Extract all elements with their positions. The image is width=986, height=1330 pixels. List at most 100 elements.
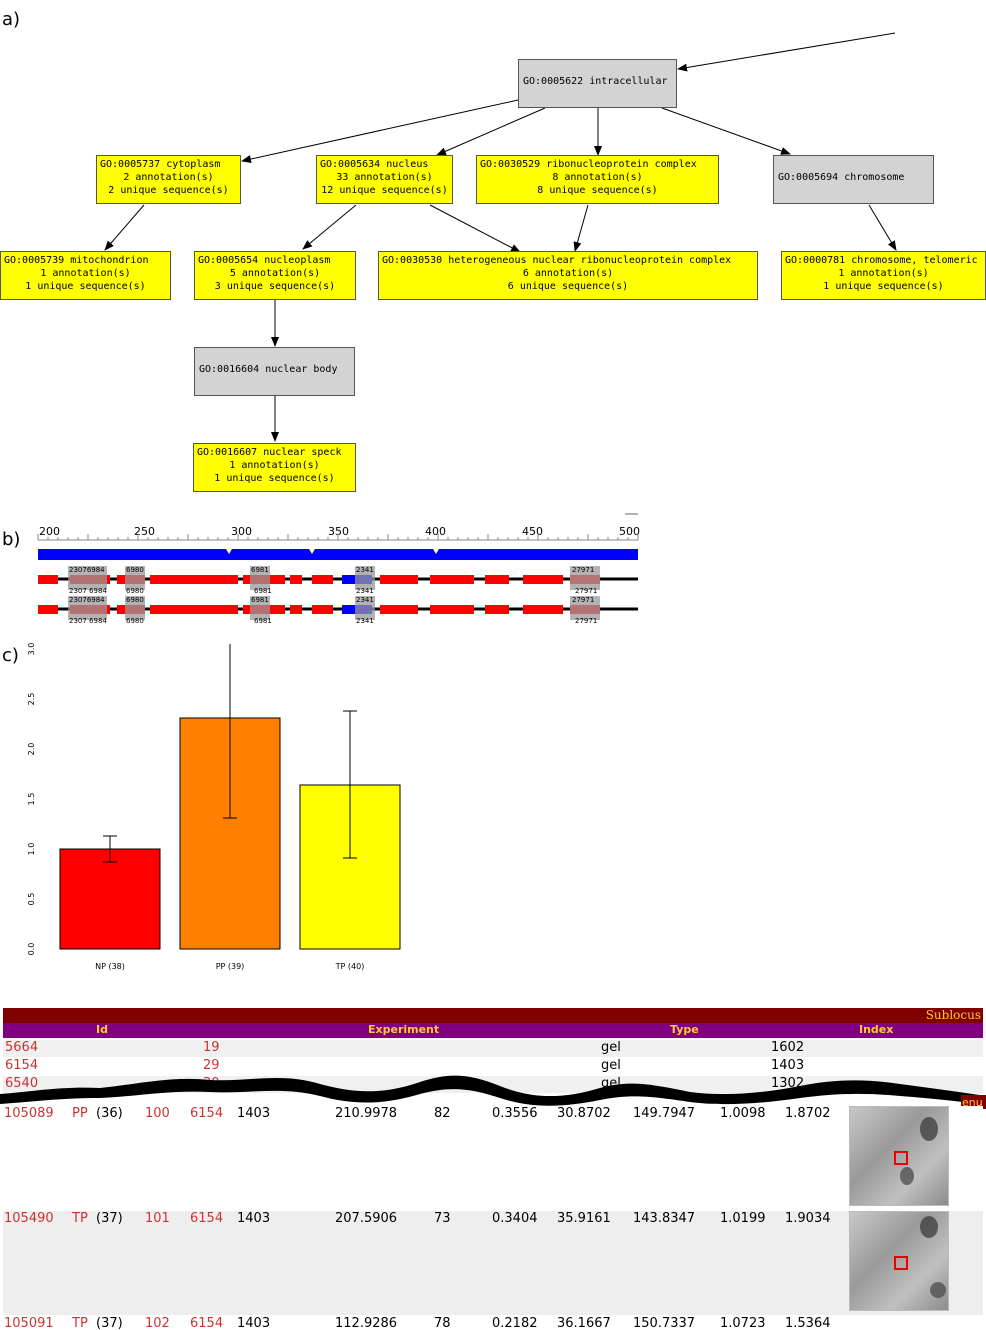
peptide-label: 23076984 — [69, 566, 105, 574]
go-node-nucleus[interactable]: GO:0005634 nucleus 33 annotation(s) 12 u… — [316, 155, 453, 204]
edge-root-intracellular — [677, 32, 896, 72]
header-experiment[interactable]: Experiment — [368, 1023, 440, 1036]
y-tick-label: 0.5 — [27, 893, 36, 906]
cell-id[interactable]: 5664 — [5, 1040, 39, 1055]
table-row[interactable]: 6154 29 gel 1403 — [3, 1058, 983, 1075]
go-node-term: GO:0005634 nucleus — [320, 159, 429, 170]
go-node-term: GO:0016607 nuclear speck — [197, 447, 342, 458]
go-node-cytoplasm[interactable]: GO:0005737 cytoplasm 2 annotation(s) 2 u… — [96, 155, 241, 204]
cell-group-count: (37) — [96, 1211, 123, 1226]
go-node-sequences: 12 unique sequence(s) — [321, 185, 448, 196]
gel-spot — [920, 1117, 938, 1141]
cell-spot-id[interactable]: 105091 — [4, 1316, 54, 1330]
table-row[interactable]: 105091 TP (37) 102 6154 1403 112.9286 78… — [3, 1316, 983, 1330]
cell-id[interactable]: 6540 — [5, 1076, 39, 1091]
table-row[interactable]: 105089 PP (36) 100 6154 1403 210.9978 82… — [3, 1106, 983, 1210]
cell-value: 1.0098 — [720, 1106, 766, 1121]
cell-id[interactable]: 6154 — [190, 1211, 224, 1226]
cell-value: 78 — [434, 1316, 451, 1330]
cell-id[interactable]: 6154 — [190, 1106, 224, 1121]
menu-label: enu — [962, 1096, 983, 1109]
go-node-chromosome-telomeric[interactable]: GO:0000781 chromosome, telomeric 1 annot… — [781, 251, 986, 300]
cell-value: 30.8702 — [557, 1106, 611, 1121]
cell-experiment[interactable]: 19 — [203, 1040, 220, 1055]
go-node-hnrnp-complex[interactable]: GO:0030530 heterogeneous nuclear ribonuc… — [378, 251, 758, 300]
gel-spot-thumbnail[interactable] — [849, 1211, 949, 1311]
peptide-label: 2341 — [356, 617, 374, 625]
go-node-chromosome[interactable]: GO:0005694 chromosome — [773, 155, 934, 204]
header-id[interactable]: Id — [96, 1023, 108, 1036]
cell-value: 1.8702 — [785, 1106, 831, 1121]
go-graph-edges — [104, 32, 897, 442]
cell-group[interactable]: TP — [72, 1316, 88, 1330]
cell-id[interactable]: 6154 — [5, 1058, 39, 1073]
cell-experiment[interactable]: 29 — [203, 1058, 220, 1073]
table-title: Sublocus — [925, 1008, 981, 1022]
tick-label: 400 — [425, 525, 446, 538]
go-node-annotations: 33 annotation(s) — [336, 172, 433, 183]
peptide-label: 23076984 — [69, 596, 105, 604]
table-row[interactable]: 5664 19 gel 1602 — [3, 1040, 983, 1057]
sequence-coverage-track: 200 250 300 350 400 450 500 — [37, 513, 640, 625]
go-node-sequences: 2 unique sequence(s) — [108, 185, 229, 196]
go-node-annotations: 2 annotation(s) — [123, 172, 214, 183]
torn-edge-separator: enu — [0, 1075, 986, 1109]
cell-experiment[interactable]: 100 — [145, 1106, 170, 1121]
cell-value: 35.9161 — [557, 1211, 611, 1226]
go-node-sequences: 8 unique sequence(s) — [537, 185, 658, 196]
cell-experiment[interactable]: 102 — [145, 1316, 170, 1330]
panel-label-a: a) — [2, 9, 21, 30]
table-title-bar: Sublocus — [3, 1008, 983, 1023]
cell-spot-id[interactable]: 105089 — [4, 1106, 54, 1121]
peptide-label: 6981 — [254, 617, 272, 625]
edge-nucleus-nucleoplasm — [302, 204, 357, 250]
y-tick-label: 2.0 — [27, 743, 36, 756]
cell-index: 1602 — [771, 1040, 805, 1055]
peptide-label: 2307 6984 — [69, 617, 107, 625]
cell-type: gel — [601, 1040, 621, 1055]
go-node-term: GO:0030529 ribonucleoprotein complex — [480, 159, 697, 170]
tick-label: 450 — [522, 525, 543, 538]
go-node-annotations: 1 annotation(s) — [229, 460, 320, 471]
header-index[interactable]: Index — [859, 1023, 894, 1036]
go-node-term: GO:0016604 nuclear body — [199, 364, 338, 375]
go-node-annotations: 5 annotation(s) — [229, 268, 321, 279]
go-node-sequences: 3 unique sequence(s) — [214, 281, 336, 292]
go-node-term: GO:0000781 chromosome, telomeric — [785, 255, 978, 266]
peptide-label: 6980 — [126, 596, 144, 604]
category-label: PP (39) — [216, 962, 245, 971]
cell-value: 207.5906 — [335, 1211, 398, 1226]
header-type[interactable]: Type — [670, 1023, 699, 1036]
go-node-intracellular[interactable]: GO:0005622 intracellular — [518, 59, 677, 108]
tick-label: 500 — [619, 525, 640, 538]
peptide-label: 27971 — [572, 596, 594, 604]
peptide-label: 6980 — [126, 566, 144, 574]
go-node-nuclear-speck[interactable]: GO:0016607 nuclear speck 1 annotation(s)… — [193, 443, 356, 492]
cell-group[interactable]: TP — [72, 1211, 88, 1226]
go-node-term: GO:0005739 mitochondrion — [4, 255, 149, 266]
cell-value: 1.9034 — [785, 1211, 831, 1226]
go-node-mitochondrion[interactable]: GO:0005739 mitochondrion 1 annotation(s)… — [0, 251, 171, 300]
bar — [59, 848, 161, 950]
go-node-nuclear-body[interactable]: GO:0016604 nuclear body — [194, 347, 355, 396]
go-node-annotations: 6 annotation(s) — [522, 268, 614, 279]
peptide-label: 27971 — [575, 587, 597, 595]
peptide-label: 6981 — [251, 596, 269, 604]
tick-label: 250 — [134, 525, 155, 538]
peptide-label: 2341 — [356, 587, 374, 595]
peptide-label: 2341 — [356, 596, 374, 604]
tick-label: 300 — [231, 525, 252, 538]
cell-spot-id[interactable]: 105490 — [4, 1211, 54, 1226]
category-label: NP (38) — [95, 962, 125, 971]
cell-index: 1403 — [771, 1058, 805, 1073]
cell-group[interactable]: PP — [72, 1106, 88, 1121]
go-node-nucleoplasm[interactable]: GO:0005654 nucleoplasm 5 annotation(s) 3… — [194, 251, 356, 300]
peptide-label: 2307 6984 — [69, 587, 107, 595]
gel-spot — [900, 1167, 914, 1185]
panel-label-b: b) — [2, 529, 21, 550]
go-node-ribonucleoprotein-complex[interactable]: GO:0030529 ribonucleoprotein complex 8 a… — [476, 155, 719, 204]
cell-experiment[interactable]: 101 — [145, 1211, 170, 1226]
table-row[interactable]: 105490 TP (37) 101 6154 1403 207.5906 73… — [3, 1211, 983, 1315]
gel-spot-thumbnail[interactable] — [849, 1106, 949, 1206]
cell-id[interactable]: 6154 — [190, 1316, 224, 1330]
